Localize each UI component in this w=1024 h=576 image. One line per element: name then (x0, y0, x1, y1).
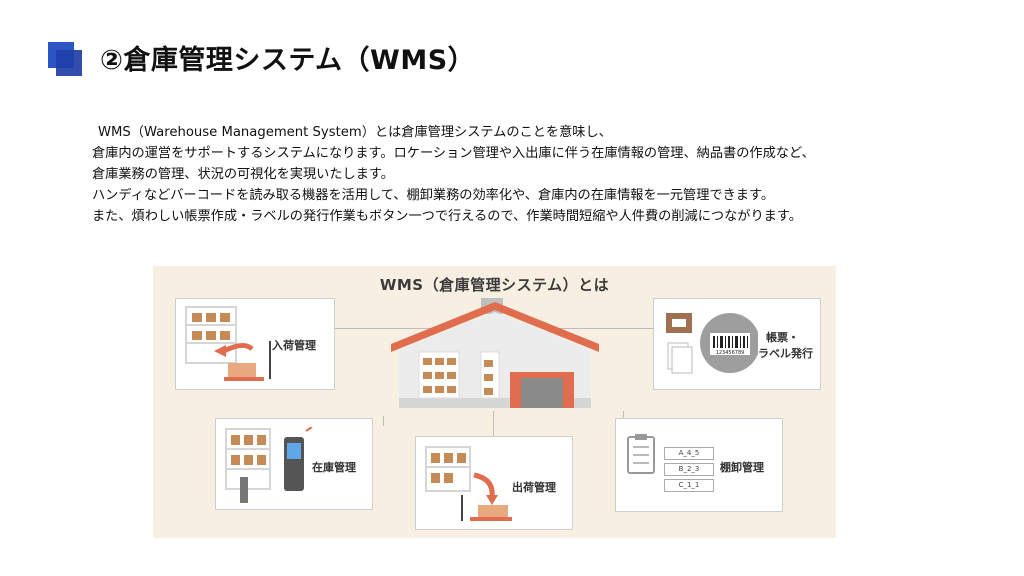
body-line: 倉庫内の運営をサポートするシステムになります。ロケーション管理や入出庫に伴う在庫… (92, 146, 815, 161)
diagram-title: WMS（倉庫管理システム）とは (379, 276, 610, 294)
stocktake-box: A_4_5 B_2_3 C_1_1 棚卸管理 (615, 418, 783, 512)
connector-line (553, 328, 653, 329)
barcode-number: 123456789 (716, 350, 745, 356)
location-tag: A_4_5 (664, 447, 714, 460)
checklist-icon (627, 434, 655, 474)
location-tag: B_2_3 (664, 463, 714, 476)
body-line: WMS（Warehouse Management System）とは倉庫管理シス… (98, 125, 612, 140)
page-title: ②倉庫管理システム（WMS） (100, 45, 476, 76)
connector-line (333, 328, 433, 329)
connector-line (383, 416, 384, 426)
location-tag: C_1_1 (664, 479, 714, 492)
connector-line (623, 411, 624, 421)
body-line: ハンディなどバーコードを読み取る機器を活用して、棚卸業務の効率化や、倉庫内の在庫… (92, 188, 775, 203)
inbound-shelf-icon (185, 306, 271, 381)
inventory-handheld-icon (225, 427, 313, 503)
outbound-label: 出荷管理 (512, 481, 556, 494)
inventory-box: 在庫管理 (215, 418, 373, 510)
wms-diagram: WMS（倉庫管理システム）とは 入荷管理 (153, 266, 836, 538)
label-issue-label-line2: ラベル発行 (758, 347, 813, 360)
label-issue-box: 123456789 帳票・ ラベル発行 (653, 298, 821, 390)
outbound-box: 出荷管理 (415, 436, 573, 530)
inbound-box: 入荷管理 (175, 298, 335, 390)
stocktake-label: 棚卸管理 (720, 461, 764, 474)
barcode-label-icon: 123456789 (666, 313, 758, 374)
inbound-label: 入荷管理 (272, 339, 316, 352)
connector-line (493, 411, 494, 436)
description-text: WMS（Warehouse Management System）とは倉庫管理シス… (92, 122, 992, 227)
body-line: また、煩わしい帳票作成・ラベルの発行作業もボタン一つで行えるので、作業時間短縮や… (92, 209, 802, 224)
inventory-label: 在庫管理 (312, 461, 356, 474)
body-line: 倉庫業務の管理、状況の可視化を実現いたします。 (92, 167, 394, 182)
warehouse-illustration (391, 298, 599, 408)
outbound-shelf-icon (425, 446, 512, 521)
title-square-overlay (56, 50, 82, 76)
label-issue-label-line1: 帳票・ (766, 331, 799, 344)
